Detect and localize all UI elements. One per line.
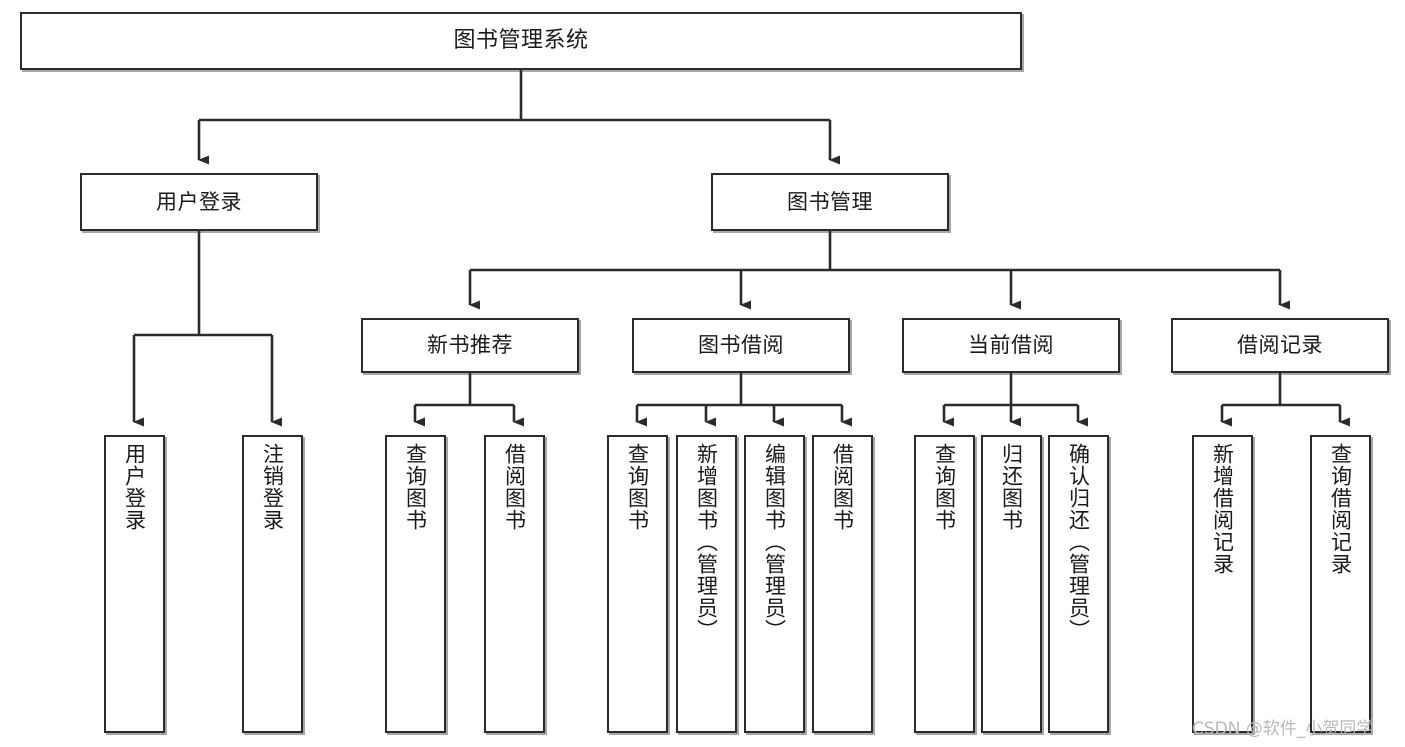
node-new-book-recommend[interactable]: 新书推荐: [361, 318, 579, 373]
node-label: 查询借阅记录: [1328, 443, 1353, 575]
node-label: 当前借阅: [968, 333, 1054, 358]
node-leaf-borrow-book-recommend[interactable]: 借阅图书: [484, 435, 545, 733]
node-borrow-record[interactable]: 借阅记录: [1171, 318, 1389, 373]
connector-root-to-bus: [197, 70, 840, 165]
node-label: 借阅记录: [1237, 333, 1323, 358]
node-leaf-borrow-book[interactable]: 借阅图书: [812, 435, 873, 733]
node-label: 用户登录: [122, 443, 147, 531]
node-label: 图书管理系统: [453, 28, 589, 54]
node-leaf-edit-book-admin[interactable]: 编辑图书（管理员）: [744, 435, 805, 733]
node-label: 新增借阅记录: [1210, 443, 1235, 575]
node-leaf-user-login[interactable]: 用户登录: [104, 435, 165, 733]
connector-current-borrow-to-bus: [942, 373, 1088, 427]
node-leaf-user-logout[interactable]: 注销登录: [242, 435, 303, 733]
node-label: 确认归还（管理员）: [1066, 443, 1091, 641]
node-leaf-query-borrow-record[interactable]: 查询借阅记录: [1310, 435, 1371, 733]
node-leaf-query-book-current[interactable]: 查询图书: [914, 435, 975, 733]
node-book-management[interactable]: 图书管理: [711, 173, 949, 231]
connector-user-login-to-bus: [132, 231, 282, 427]
node-leaf-add-book-admin[interactable]: 新增图书（管理员）: [676, 435, 737, 733]
connector-borrow-record-to-bus: [1220, 373, 1350, 427]
connector-new-book-recommend-to-bus: [413, 373, 524, 427]
connector-book-management-to-bus: [468, 231, 1290, 310]
node-user-login[interactable]: 用户登录: [80, 173, 318, 231]
node-label: 借阅图书: [830, 443, 855, 531]
node-label: 编辑图书（管理员）: [762, 443, 787, 641]
node-leaf-return-book[interactable]: 归还图书: [981, 435, 1042, 733]
node-label: 借阅图书: [502, 443, 527, 531]
node-label: 查询图书: [932, 443, 957, 531]
node-label: 查询图书: [625, 443, 650, 531]
node-current-borrow[interactable]: 当前借阅: [902, 318, 1120, 373]
node-label: 注销登录: [260, 443, 285, 531]
node-label: 用户登录: [156, 189, 242, 214]
node-label: 图书管理: [787, 189, 873, 214]
node-leaf-add-borrow-record[interactable]: 新增借阅记录: [1192, 435, 1253, 733]
node-leaf-confirm-return-admin[interactable]: 确认归还（管理员）: [1048, 435, 1109, 733]
node-book-borrow[interactable]: 图书借阅: [632, 318, 850, 373]
node-label: 图书借阅: [698, 333, 784, 358]
node-leaf-query-book-recommend[interactable]: 查询图书: [385, 435, 446, 733]
node-label: 归还图书: [999, 443, 1024, 531]
node-label: 查询图书: [403, 443, 428, 531]
node-root[interactable]: 图书管理系统: [20, 12, 1022, 70]
connector-book-borrow-to-bus: [635, 373, 852, 427]
csdn-watermark: CSDN @软件_小贺同学: [1192, 719, 1374, 739]
node-label: 新增图书（管理员）: [694, 443, 719, 641]
node-leaf-query-book-borrow[interactable]: 查询图书: [607, 435, 668, 733]
node-label: 新书推荐: [427, 333, 513, 358]
